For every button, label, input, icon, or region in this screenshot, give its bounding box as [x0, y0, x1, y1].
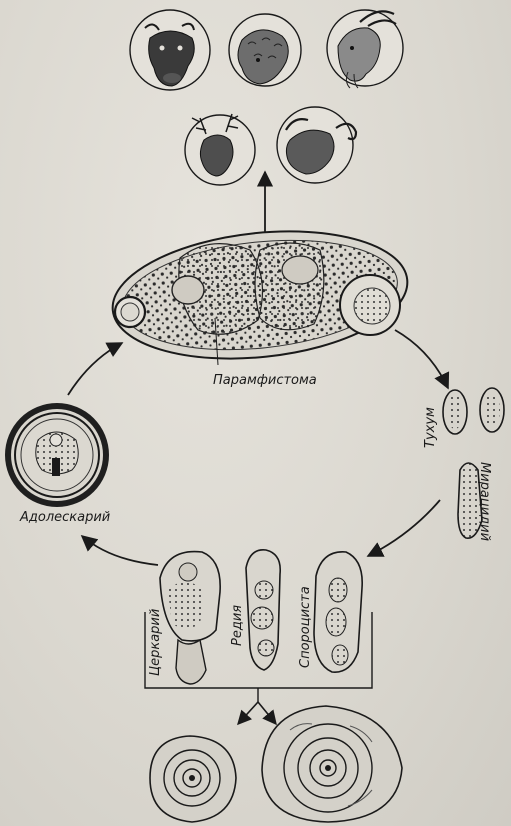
paramphistoma-adult-drawing: [106, 218, 413, 372]
goat-head-icon: [327, 10, 403, 88]
arrow-to-small-snail: [238, 702, 258, 724]
cercaria-label: Церкарий: [148, 609, 163, 676]
cercaria-drawing: [160, 552, 220, 684]
arrow-to-adult: [68, 343, 122, 395]
reindeer-head-icon: [185, 114, 255, 185]
miracidium-label: Мирацидий: [477, 462, 492, 541]
arrow-to-adolescaria: [82, 536, 158, 565]
large-snail-icon: [262, 706, 402, 822]
redia-drawing: [246, 550, 280, 670]
buffalo-head-icon: [277, 107, 356, 183]
egg-label: Тухум: [423, 407, 438, 448]
sporocyst-drawing: [314, 552, 362, 672]
paramphistoma-label: Парамфистома: [213, 373, 317, 388]
adolescaria-drawing: [5, 403, 109, 507]
redia-label: Редия: [230, 605, 245, 646]
adolescaria-label: Адолескарий: [20, 510, 110, 525]
sheep-head-icon: [229, 14, 301, 86]
sporocyst-label: Спороциста: [298, 586, 313, 668]
arrow-to-large-snail: [258, 702, 276, 724]
small-snail-icon: [150, 736, 236, 822]
arrow-to-sporocyst: [368, 500, 440, 556]
cow-head-icon: [130, 10, 210, 90]
arrow-to-eggs: [395, 330, 448, 388]
egg-drawing: [443, 388, 504, 434]
